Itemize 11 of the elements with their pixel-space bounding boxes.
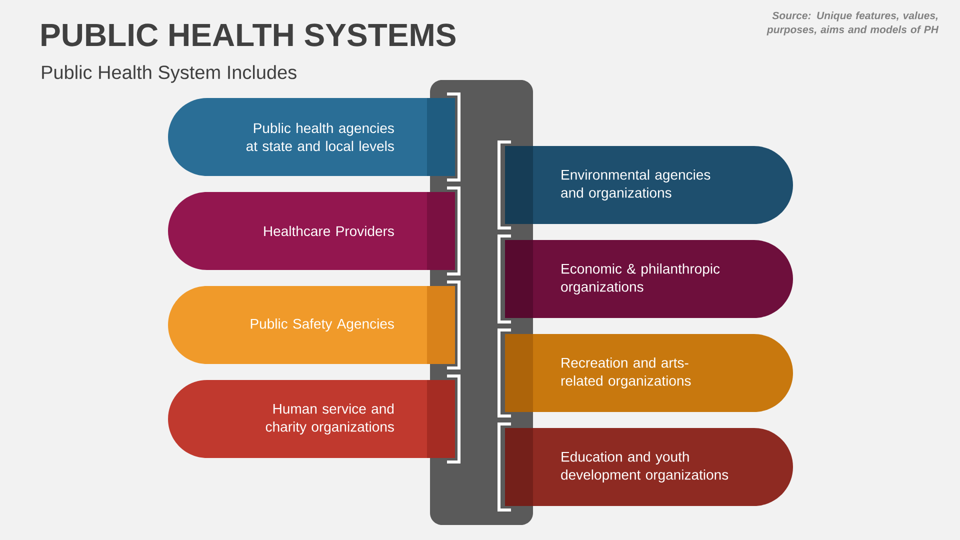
ribbon-box: Education and youth development organizations	[505, 428, 793, 506]
ribbon-box: Recreation and arts-related organizations	[505, 334, 793, 412]
source-note: Source: Unique features, values, purposes, aims and models of PH	[766, 12, 939, 36]
ribbon-box: Public health agencies at state and local levels	[168, 98, 455, 176]
ribbon-box: Environmental agencies and organizations	[505, 146, 793, 224]
ribbon-box: Healthcare Providers	[168, 192, 455, 270]
subtitle: Public Health System Includes	[42, 65, 296, 83]
ribbon-box: Human service and charity organizations	[168, 380, 455, 458]
ribbon-box: Economic & philanthropic organizations	[505, 240, 793, 318]
ribbon-box: Public Safety Agencies	[168, 286, 455, 364]
title: PUBLIC HEALTH SYSTEMS	[42, 24, 456, 46]
